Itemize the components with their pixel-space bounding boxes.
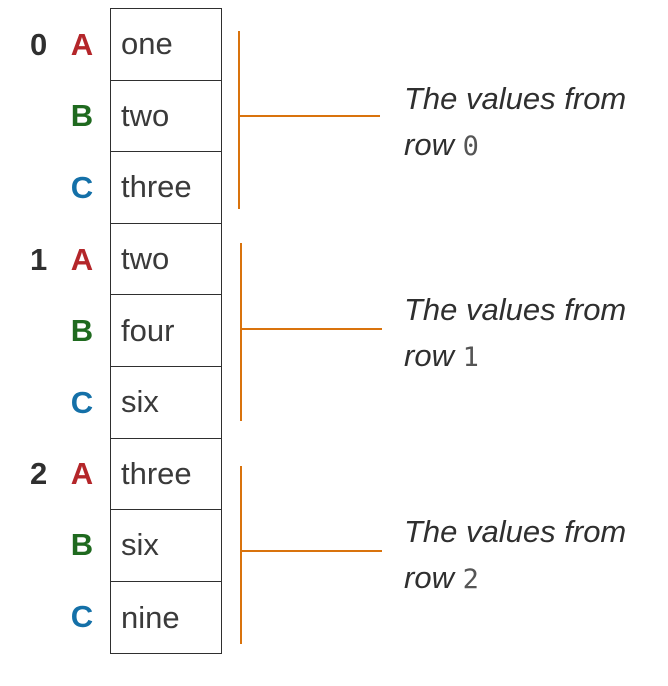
annotation-text: The values from bbox=[404, 81, 627, 116]
value-cell: two bbox=[111, 224, 221, 296]
annotation-text: The values from bbox=[404, 514, 627, 549]
column-letter-b: B bbox=[70, 313, 94, 348]
annotation-row-2: The values from row 2 bbox=[404, 509, 664, 603]
annotation-row-line: row 1 bbox=[404, 333, 664, 381]
value-cell: four bbox=[111, 295, 221, 367]
column-letter-b: B bbox=[70, 527, 94, 562]
group-label-2: 2 bbox=[30, 456, 48, 491]
value-cell: one bbox=[111, 9, 221, 81]
annotation-text: The values from bbox=[404, 292, 627, 327]
bracket-pointer bbox=[240, 328, 382, 330]
value-cell: six bbox=[111, 367, 221, 439]
annotation-row-number: 2 bbox=[462, 564, 479, 595]
annotation-row-word: row bbox=[404, 560, 454, 595]
annotation-row-1: The values from row 1 bbox=[404, 287, 664, 381]
annotation-row-0: The values from row 0 bbox=[404, 76, 664, 170]
value-cell: nine bbox=[121, 599, 180, 635]
group-label-0: 0 bbox=[30, 27, 48, 62]
value-stack: one two three two four six three six nin… bbox=[110, 8, 222, 655]
bracket-line bbox=[240, 466, 242, 644]
value-cell: three bbox=[111, 152, 221, 224]
column-letter-a: A bbox=[70, 27, 94, 62]
annotation-row-word: row bbox=[404, 338, 454, 373]
annotation-row-line: row 0 bbox=[404, 122, 664, 170]
annotation-row-word: row bbox=[404, 127, 454, 162]
bracket-line bbox=[238, 31, 240, 209]
value-cell: two bbox=[111, 81, 221, 153]
annotation-row-number: 0 bbox=[462, 131, 479, 162]
bracket-pointer bbox=[238, 115, 380, 117]
value-cell: six bbox=[111, 510, 221, 582]
column-letter-c: C bbox=[70, 385, 94, 420]
bracket-pointer bbox=[240, 550, 382, 552]
bracket-line bbox=[240, 243, 242, 421]
column-letter-c: C bbox=[70, 599, 94, 634]
column-letter-a: A bbox=[70, 242, 94, 277]
value-cell: three bbox=[111, 439, 221, 511]
group-label-1: 1 bbox=[30, 242, 48, 277]
column-letter-c: C bbox=[70, 170, 94, 205]
column-letter-a: A bbox=[70, 456, 94, 491]
annotation-row-number: 1 bbox=[462, 342, 479, 373]
column-letter-b: B bbox=[70, 98, 94, 133]
annotation-row-line: row 2 bbox=[404, 555, 664, 603]
